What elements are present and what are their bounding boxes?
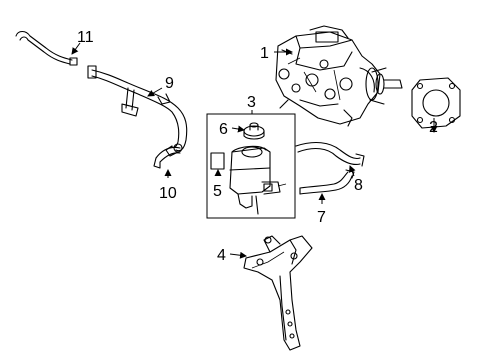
callout-10: 10 <box>159 185 177 202</box>
callout-7: 7 <box>317 209 326 226</box>
leader-11 <box>71 42 81 55</box>
hose-11-icon <box>15 30 78 66</box>
gasket-2-icon <box>411 77 461 129</box>
vacuum-hose-9-icon <box>87 65 188 157</box>
callouts: 11 1 2 9 3 6 5 10 8 7 4 <box>77 29 438 264</box>
assembly-3-box <box>206 113 296 219</box>
callout-2: 2 <box>429 119 438 136</box>
hose-7-icon <box>299 169 355 195</box>
callout-9: 9 <box>165 75 174 92</box>
hose-8-icon <box>295 141 365 167</box>
brake-booster-1-icon <box>275 25 403 127</box>
leader-4 <box>229 251 247 259</box>
callout-1: 1 <box>260 45 269 62</box>
leader-6 <box>231 125 245 133</box>
callout-3: 3 <box>247 94 256 111</box>
callout-4: 4 <box>217 247 226 264</box>
hose-10-icon <box>153 146 181 169</box>
bracket-4-icon <box>243 235 313 351</box>
leader-9 <box>147 87 163 97</box>
callout-6: 6 <box>219 121 228 138</box>
callout-11: 11 <box>77 29 94 46</box>
reservoir-cap-6-icon <box>243 122 265 140</box>
callout-8: 8 <box>354 177 363 194</box>
callout-5: 5 <box>213 183 222 200</box>
reservoir-tank-icon <box>229 145 287 215</box>
leader-8 <box>348 165 356 177</box>
label-5-icon <box>210 152 225 170</box>
leader-lines <box>71 42 438 259</box>
